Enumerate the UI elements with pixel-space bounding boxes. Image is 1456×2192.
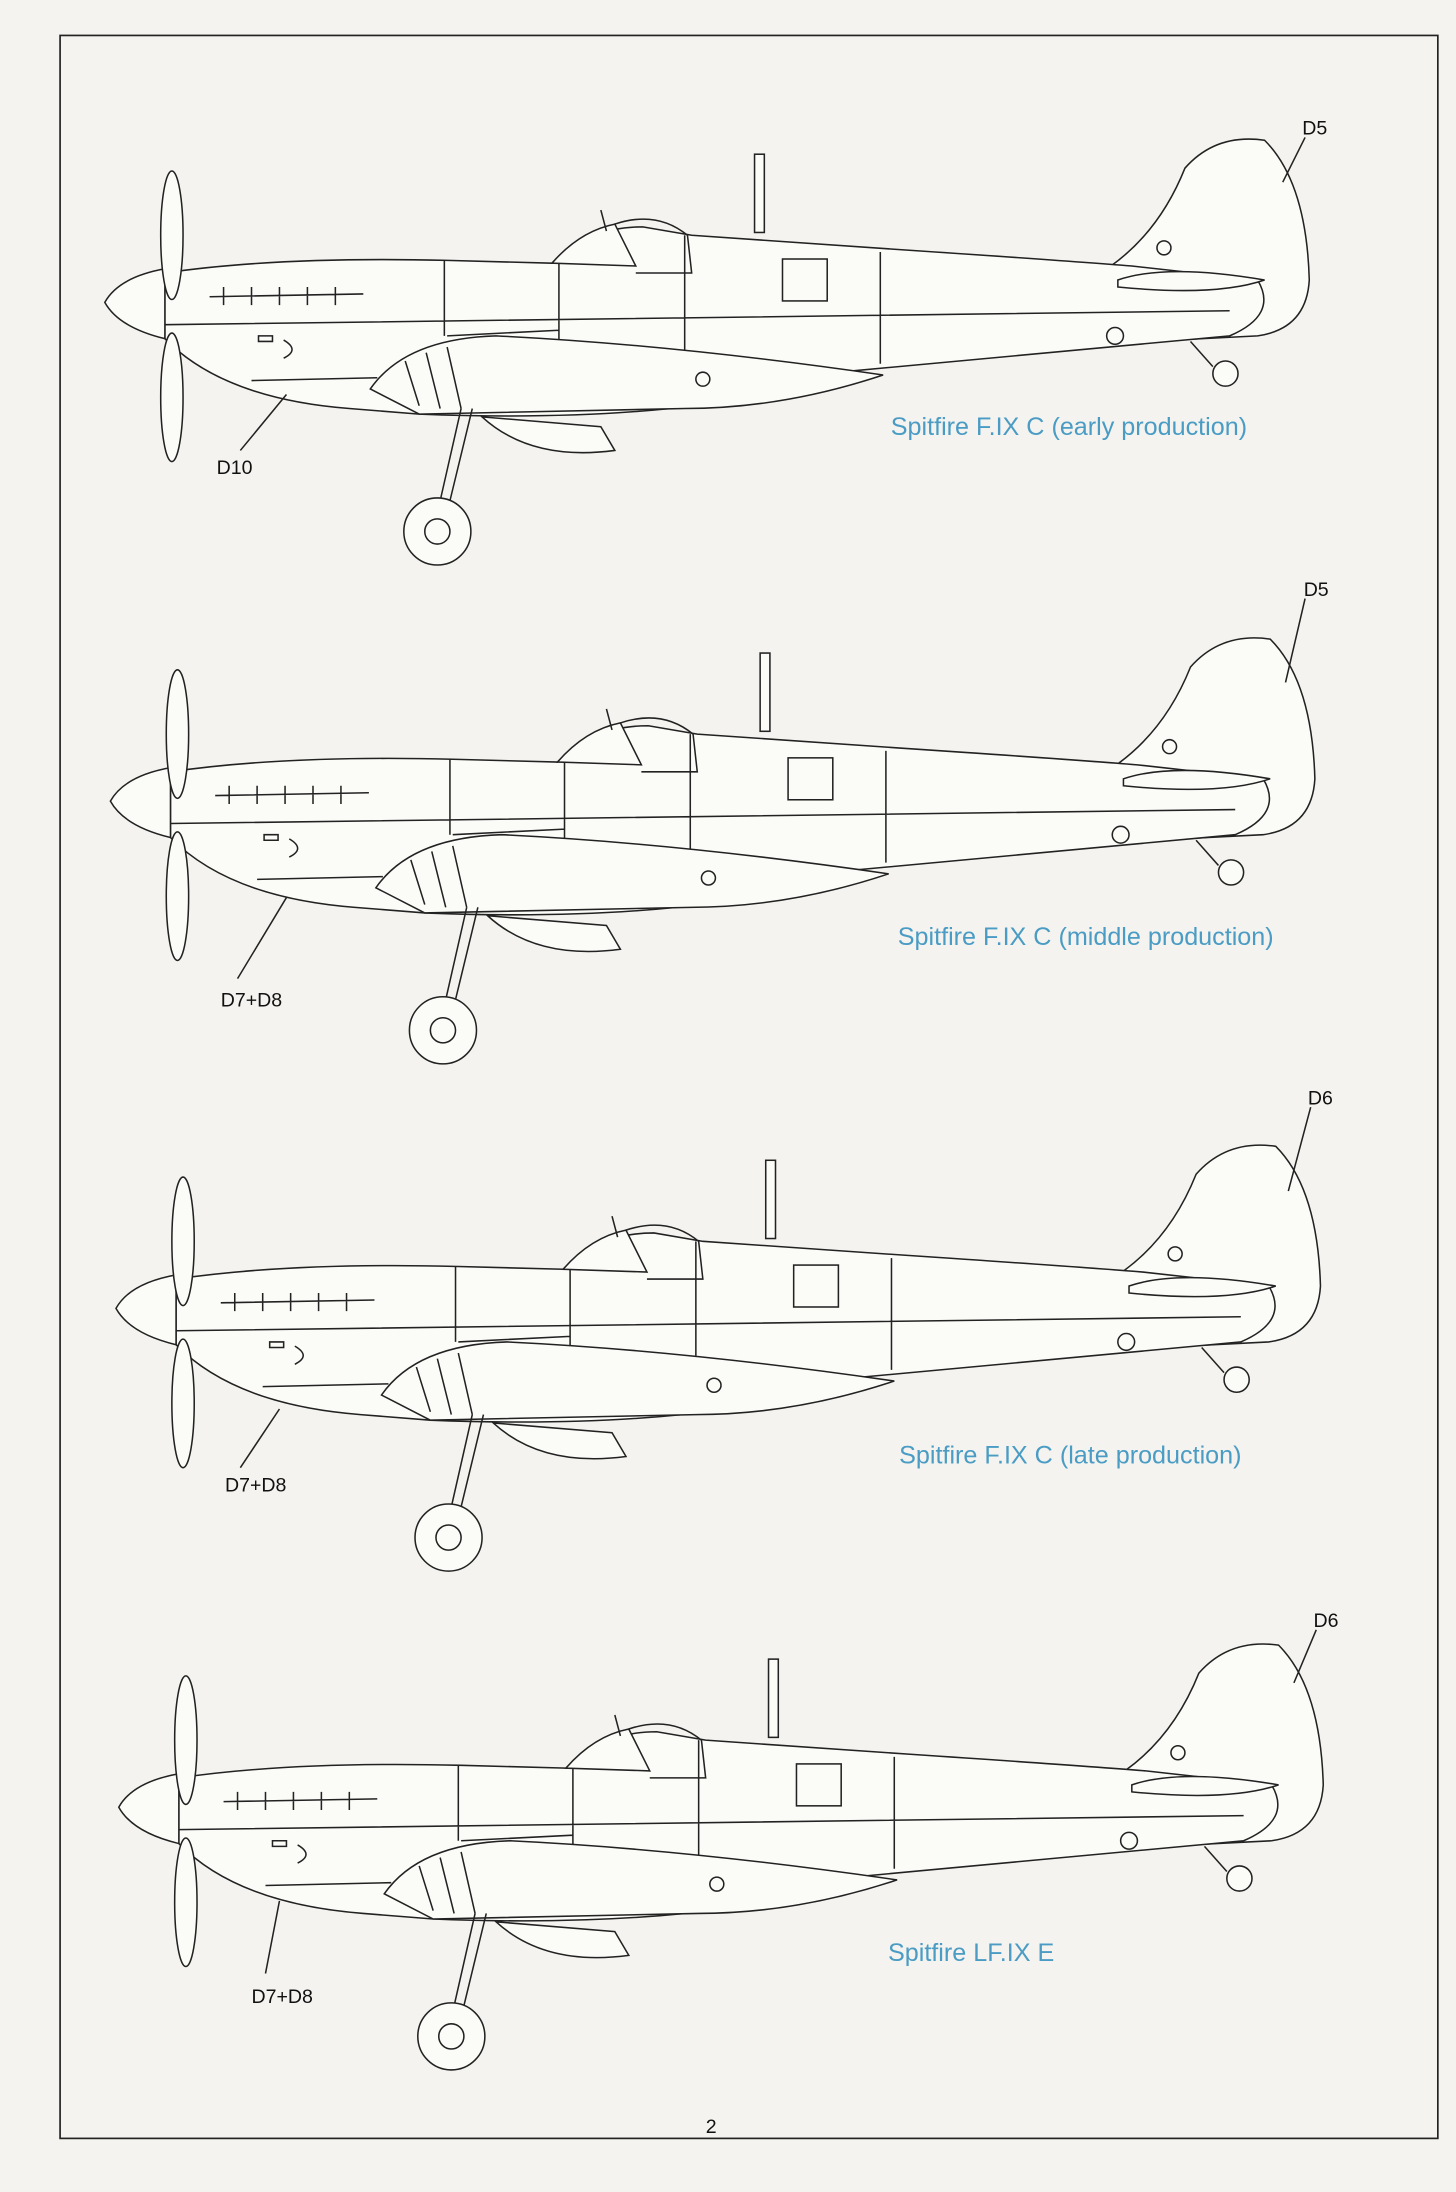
profile-caption: Spitfire F.IX C (middle production) (898, 923, 1274, 951)
callout-leaders (239, 1106, 1312, 1469)
callout-nose: D7+D8 (221, 990, 283, 1012)
callout-nose: D10 (217, 457, 253, 479)
callout-leaders (239, 137, 1306, 451)
callout-tail: D6 (1313, 1610, 1338, 1632)
callout-tail: D5 (1304, 579, 1329, 601)
callout-nose: D7+D8 (225, 1474, 287, 1496)
profile-caption: Spitfire F.IX C (late production) (899, 1441, 1241, 1469)
spitfire-drawing (115, 1144, 1322, 1572)
profile-caption: Spitfire F.IX C (early production) (891, 413, 1247, 441)
page-frame (59, 34, 1439, 2140)
spitfire-drawing (109, 637, 1316, 1065)
profile-late-production: D6 D7+D8 Spitfire F.IX C (late productio… (115, 1087, 1333, 1572)
callout-leaders (236, 598, 1306, 980)
profile-lf-ix-e: D6 D7+D8 Spitfire LF.IX E (118, 1610, 1339, 2071)
callout-leaders (264, 1629, 1317, 1974)
spitfire-drawing (104, 138, 1311, 566)
callout-tail: D5 (1302, 118, 1327, 140)
profile-early-production: D5 D10 Spitfire F.IX C (early production… (104, 118, 1327, 566)
page-number: 2 (706, 2116, 717, 2138)
profile-middle-production: D5 D7+D8 Spitfire F.IX C (middle product… (109, 579, 1329, 1065)
callout-tail: D6 (1308, 1087, 1333, 1109)
callout-nose: D7+D8 (252, 1986, 314, 2008)
profile-caption: Spitfire LF.IX E (888, 1939, 1054, 1967)
